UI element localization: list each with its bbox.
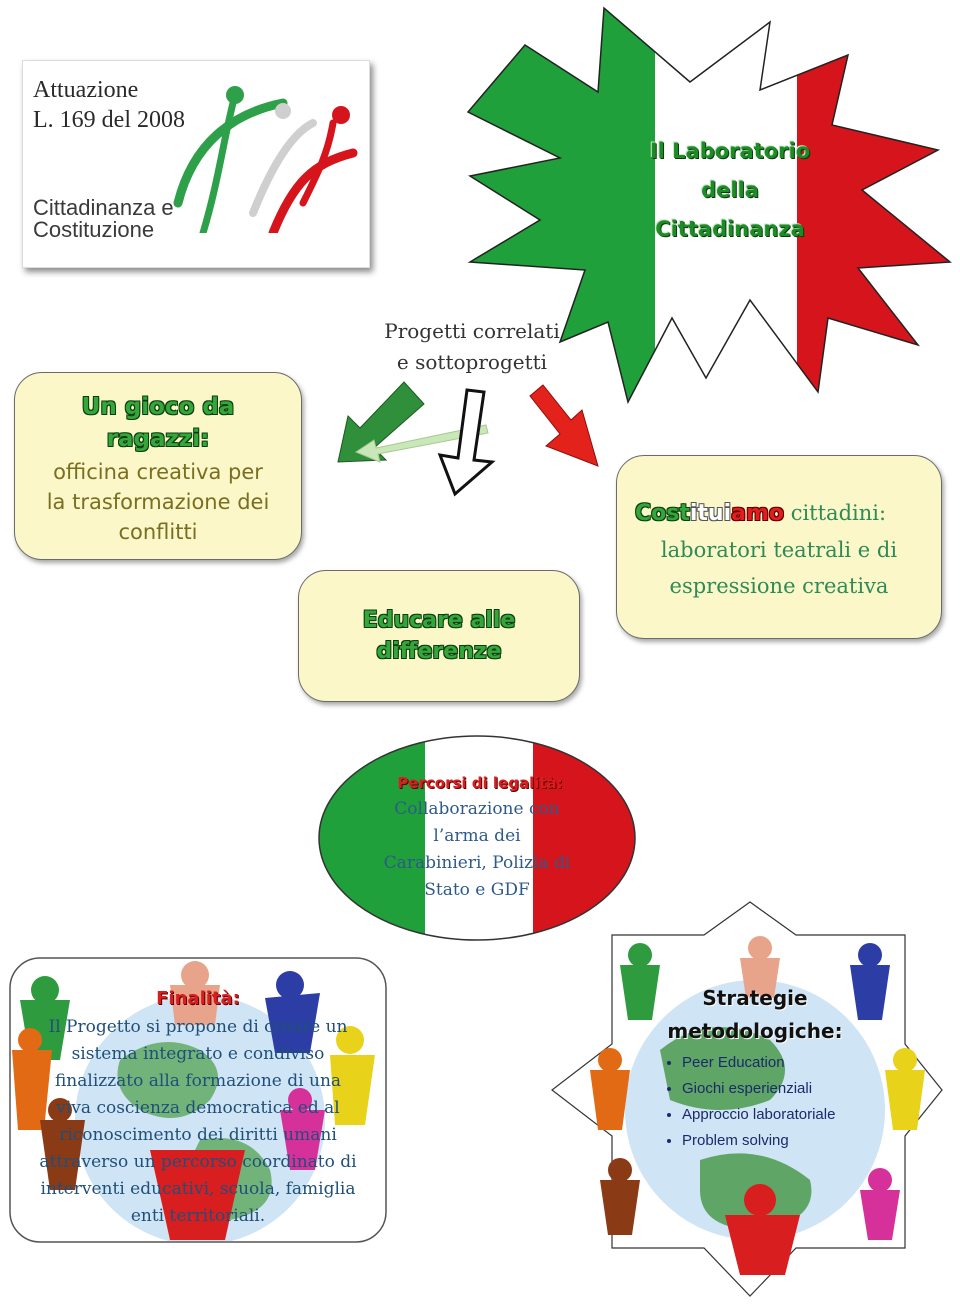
gioco-box: Un gioco da ragazzi: officina creativa p…: [14, 372, 302, 560]
finalita-text: Il Progetto si propone di creare un sist…: [30, 1014, 366, 1230]
gioco-desc-line3: conflitti: [118, 520, 198, 544]
finalita-line: attraverso un percorso coordinato di: [39, 1152, 357, 1172]
finalita-children-illustration: [11, 959, 385, 1241]
progetti-line1: Progetti correlati: [384, 319, 560, 343]
strategie-title-line2: metodologiche:: [667, 1019, 843, 1043]
finalita-line: viva coscienza democratica ed al: [56, 1098, 340, 1118]
costituiamo-part-green: Cost: [635, 501, 690, 526]
costituiamo-box: Costituiamo cittadini: laboratori teatra…: [616, 455, 942, 639]
gioco-title-line2: ragazzi:: [106, 426, 210, 452]
logo-line-law: L. 169 del 2008: [33, 107, 185, 133]
educare-box: Educare alle differenze: [298, 570, 580, 702]
costituiamo-part-white: itui: [689, 501, 732, 526]
legalita-title: Percorsi di legalità:: [397, 774, 563, 792]
legalita-line1: Collaborazione con: [394, 799, 560, 819]
legalita-text: Collaborazione con l’arma dei Carabinier…: [362, 796, 592, 904]
logo-brand-line2: Costituzione: [33, 217, 155, 242]
costituiamo-desc-line2: espressione creativa: [669, 574, 889, 598]
finalita-title: Finalità:: [156, 988, 240, 1009]
list-item: Giochi esperienziali: [682, 1076, 892, 1102]
progetti-line2: e sottoprogetti: [396, 350, 548, 374]
gioco-desc-line1: officina creativa per: [53, 460, 263, 484]
strategie-list: Peer Education Giochi esperienziali Appr…: [660, 1050, 892, 1154]
progetti-heading: Progetti correlati e sottoprogetti: [372, 316, 572, 378]
laboratorio-title: Il Laboratorio della Cittadinanza: [600, 132, 860, 249]
laboratorio-title-line2: della: [701, 178, 759, 202]
educare-title-line1: Educare alle: [362, 608, 516, 633]
arrow-down-outline-icon: [437, 388, 496, 497]
laboratorio-title-line1: Il Laboratorio: [649, 139, 811, 163]
costituiamo-desc-line1: laboratori teatrali e di: [660, 538, 898, 562]
gioco-desc-line2: la trasformazione dei: [46, 490, 270, 514]
logo-cittadinanza-costituzione: Attuazione L. 169 del 2008 Cittadinanza …: [22, 60, 370, 268]
finalita-line: finalizzato alla formazione di una: [54, 1071, 342, 1091]
finalita-line: enti territoriali.: [130, 1206, 266, 1226]
list-item: Problem solving: [682, 1128, 892, 1154]
list-item: Approccio laboratoriale: [682, 1102, 892, 1128]
costituiamo-title: Costituiamo cittadini:: [635, 498, 886, 529]
finalita-line: Il Progetto si propone di creare un: [48, 1017, 348, 1037]
arrow-red-icon: [529, 384, 599, 467]
list-item: Peer Education: [682, 1050, 892, 1076]
finalita-line: interventi educativi, scuola, famiglia: [40, 1179, 356, 1199]
costituiamo-part-red: amo: [731, 501, 785, 526]
strategie-title: Strategie metodologiche:: [640, 982, 870, 1048]
finalita-line: sistema integrato e condiviso: [71, 1044, 325, 1064]
educare-title-line2: differenze: [376, 639, 502, 664]
legalita-line2: l’arma dei: [433, 826, 521, 846]
strategie-title-line1: Strategie: [702, 986, 808, 1010]
laboratorio-title-line3: Cittadinanza: [655, 217, 805, 241]
strategie-star-illustration: [551, 901, 943, 1297]
finalita-line: riconoscimento dei diritti umani: [59, 1125, 337, 1145]
arrow-green-icon: [337, 381, 425, 463]
logo-brand-line1: Cittadinanza e: [33, 195, 174, 220]
costituiamo-rest: cittadini:: [784, 501, 887, 525]
legalita-line4: Stato e GDF: [424, 880, 530, 900]
logo-line-attuazione: Attuazione: [33, 77, 139, 103]
legalita-line3: Carabinieri, Polizia di: [383, 853, 571, 873]
gioco-title-line1: Un gioco da: [81, 394, 235, 420]
logo-figures-icon: [173, 86, 358, 233]
